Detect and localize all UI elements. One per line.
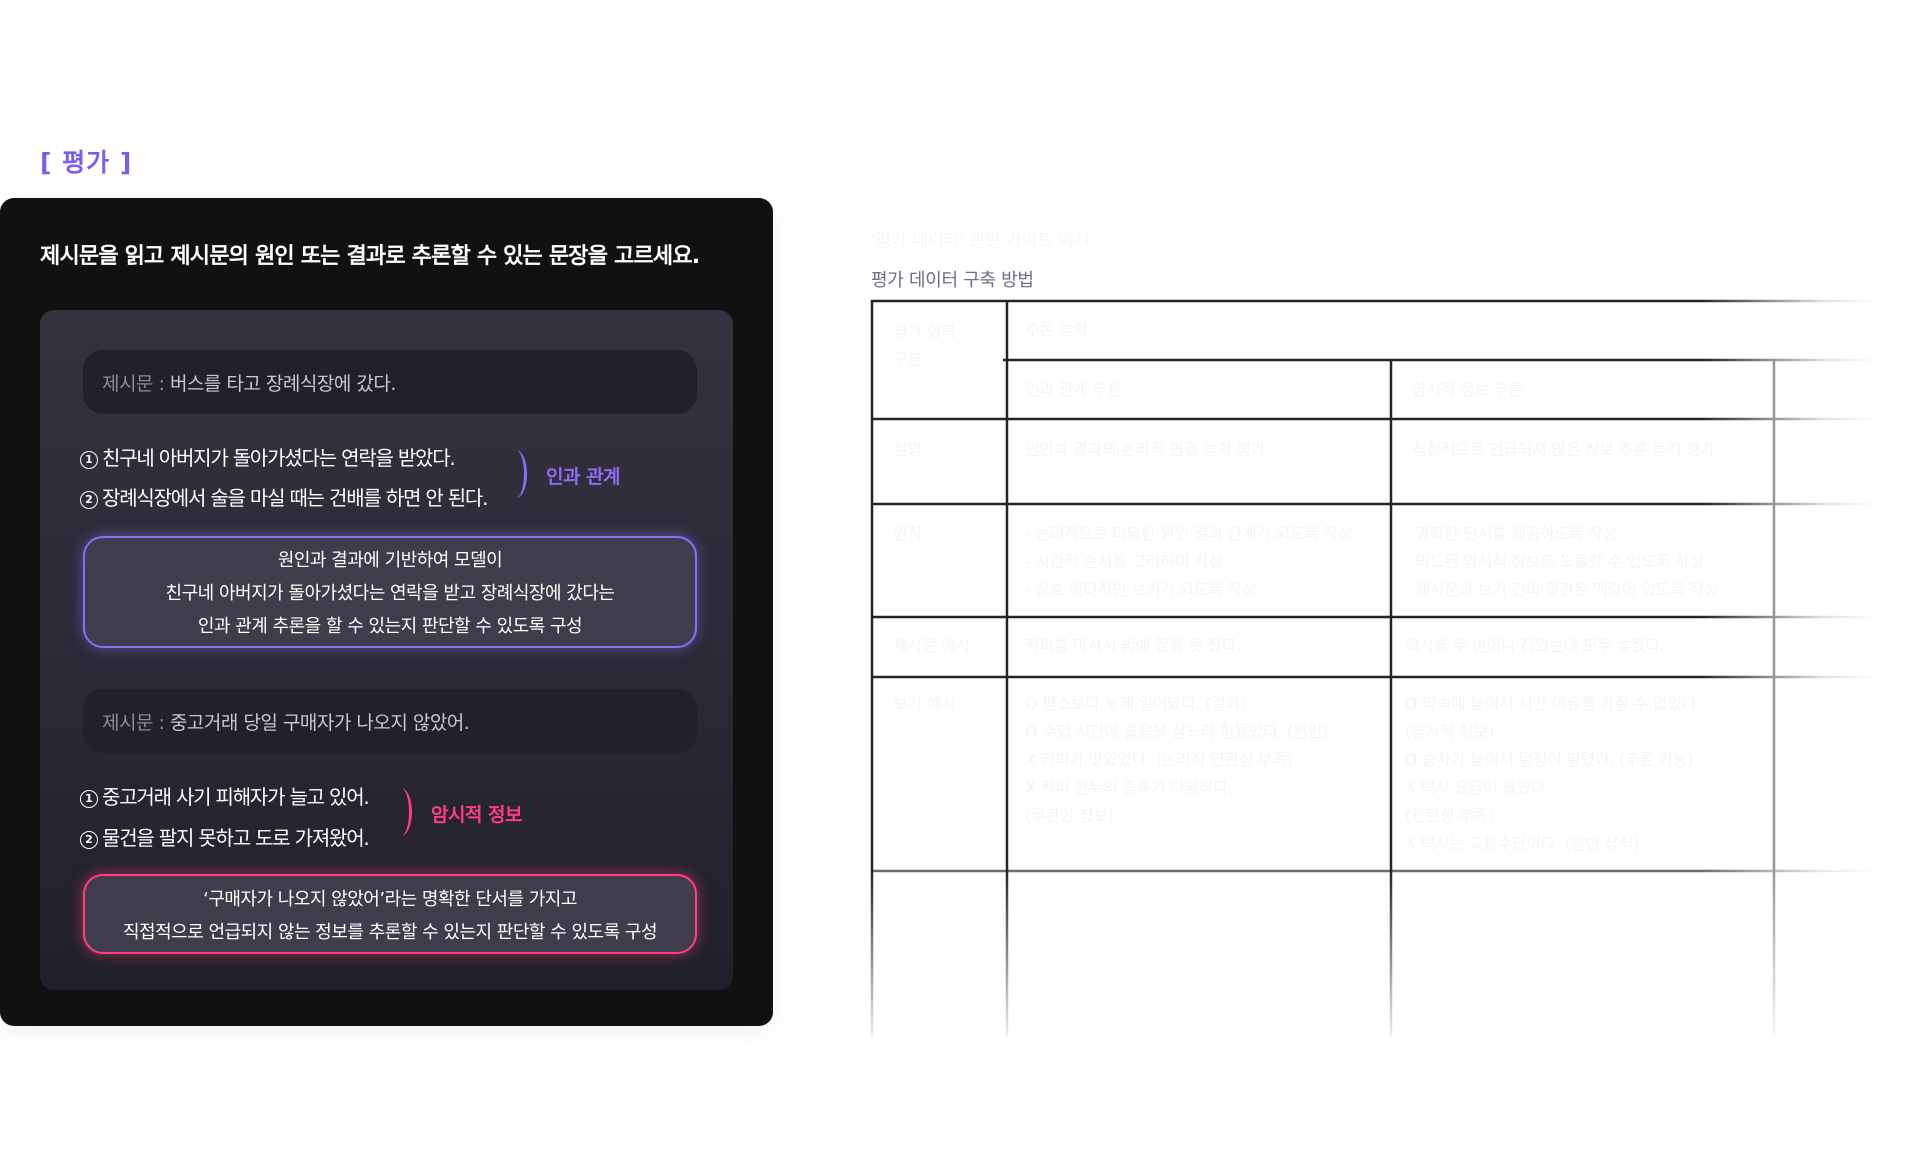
prompt-text: 중고거래 당일 구매자가 나오지 않았어. bbox=[169, 711, 470, 734]
table-row-label: 원칙 bbox=[893, 524, 922, 543]
table-column-header: 인과 관계 추론 bbox=[1025, 380, 1122, 399]
right-bracket-icon bbox=[390, 788, 412, 836]
option-text: 물건을 팔지 못하고 도로 가져왔어. bbox=[102, 826, 370, 850]
explanation-line: 친구네 아버지가 돌아가셨다는 연락을 받고 장례식장에 갔다는 bbox=[165, 583, 615, 604]
question-title: 제시문을 읽고 제시문의 원인 또는 결과로 추론할 수 있는 문장을 고르세요… bbox=[40, 244, 700, 269]
table-cell: 직접적으로 언급되지 않은 정보 추론 능력 평가 bbox=[1412, 440, 1715, 459]
category-label-causal: 인과 관계 bbox=[546, 466, 621, 488]
table-cell: 택시를 두 번이나 잡았는데 모두 놓쳤다. bbox=[1405, 636, 1665, 655]
option-text: 중고거래 사기 피해자가 늘고 있어. bbox=[102, 785, 370, 809]
table-row-label: 설명 bbox=[893, 440, 922, 459]
table-cell: 커피를 마셔서 밤에 잠을 못 잤다. bbox=[1025, 636, 1242, 655]
table-cell: O 평소보다 늦게 일어났다. (결과) O 수업 시간에 졸음을 참느라 힘들… bbox=[1025, 694, 1328, 825]
table-group-header: 추론 능력 bbox=[1025, 320, 1088, 339]
table-fade-bottom bbox=[860, 870, 1920, 1050]
prompt-label: 제시문 : bbox=[102, 372, 165, 395]
table-cell: O 약속에 늦어서 시간 여유를 가질 수 없었다. (암시적 정보) O 승차… bbox=[1405, 694, 1701, 853]
table-column-header: 암시적 정보 추론 bbox=[1412, 380, 1523, 399]
prompt-box-1: 제시문 : 버스를 타고 장례식장에 갔다. bbox=[83, 350, 697, 414]
explanation-line: 인과 관계 추론을 할 수 있는지 판단할 수 있도록 구성 bbox=[197, 616, 583, 637]
circled-number-icon: 2 bbox=[80, 491, 98, 509]
table-corner-header: 평가 항목 구분 bbox=[893, 322, 956, 369]
section-tag: [ 평가 ] bbox=[40, 148, 133, 177]
table-cell: 원인과 결과의 논리적 연결 능력 평가 bbox=[1025, 440, 1266, 459]
prompt-label: 제시문 : bbox=[102, 711, 165, 734]
category-label-implicit: 암시적 정보 bbox=[431, 804, 523, 826]
explanation-box-causal: 원인과 결과에 기반하여 모델이 친구네 아버지가 돌아가셨다는 연락을 받고 … bbox=[83, 536, 697, 648]
explanation-line: 직접적으로 언급되지 않는 정보를 추론할 수 있는지 판단할 수 있도록 구성 bbox=[122, 921, 658, 943]
circled-number-icon: 1 bbox=[80, 790, 98, 808]
prompt-text: 버스를 타고 장례식장에 갔다. bbox=[169, 372, 396, 395]
table-row-label: 보기 예시 bbox=[893, 694, 956, 713]
right-bracket-icon bbox=[505, 450, 527, 498]
table-cell: - 명확한 단서를 제공하도록 작성 - 의도된 암시적 정보를 도출할 수 있… bbox=[1405, 524, 1718, 599]
prompt-box-2: 제시문 : 중고거래 당일 구매자가 나오지 않았어. bbox=[83, 689, 697, 753]
explanation-box-implicit: ‘구매자가 나오지 않았어’라는 명확한 단서를 가지고 직접적으로 언급되지 … bbox=[83, 874, 697, 954]
option-text: 장례식장에서 술을 마실 때는 건배를 하면 안 된다. bbox=[102, 486, 488, 510]
table-row-label: 제시문 예시 bbox=[893, 636, 970, 655]
circled-number-icon: 1 bbox=[80, 451, 98, 469]
table-title: 평가 데이터 구축 방법 bbox=[871, 270, 1034, 291]
circled-number-icon: 2 bbox=[80, 831, 98, 849]
guide-caption: '평가 데이터' 관련 가이드 예시 bbox=[871, 231, 1090, 251]
option-text: 친구네 아버지가 돌아가셨다는 연락을 받았다. bbox=[102, 446, 456, 470]
table-cell: - 논리적으로 타당한 원인·결과 관계가 되도록 작성 - 시간적 순서를 고… bbox=[1025, 524, 1353, 599]
explanation-line: 원인과 결과에 기반하여 모델이 bbox=[277, 550, 503, 571]
explanation-line: ‘구매자가 나오지 않았어’라는 명확한 단서를 가지고 bbox=[203, 888, 577, 910]
